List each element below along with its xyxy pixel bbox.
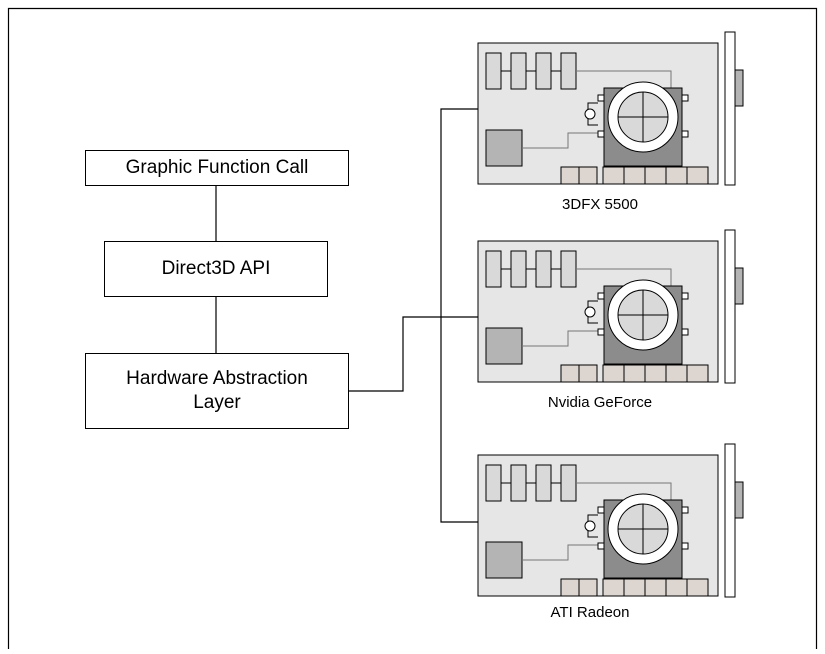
bios-chip <box>485 129 523 167</box>
circuit-trace <box>576 482 672 500</box>
graphic-function-call-label: Graphic Function Call <box>125 156 309 178</box>
hardware-abstraction-layer-box: Hardware Abstraction Layer <box>85 353 349 429</box>
memory-chip <box>485 464 502 502</box>
gpu-pin <box>681 130 689 138</box>
card-bracket <box>724 31 736 186</box>
circuit-trace <box>522 544 598 561</box>
gpu-connector-node <box>584 108 596 120</box>
circuit-trace <box>576 70 672 88</box>
memory-chip <box>485 52 502 90</box>
memory-chip <box>510 464 527 502</box>
gpu-pin <box>681 328 689 336</box>
graphics-card-nvidia <box>477 229 744 384</box>
gpu-pin <box>681 292 689 300</box>
card-label-ati: ATI Radeon <box>550 604 630 621</box>
gpu-pin <box>597 130 605 138</box>
gpu-connector-node <box>584 520 596 532</box>
hal-label-line2: Layer <box>193 392 241 413</box>
direct3d-api-box: Direct3D API <box>104 241 328 297</box>
connector-hal-to-bus <box>349 316 478 392</box>
gpu-connector-node <box>584 306 596 318</box>
circuit-trace <box>522 330 598 347</box>
memory-chip <box>560 464 577 502</box>
gpu-pin <box>597 328 605 336</box>
frame-border <box>7 7 818 649</box>
memory-chip <box>560 52 577 90</box>
direct3d-api-label: Direct3D API <box>161 257 271 279</box>
gpu-pin <box>681 94 689 102</box>
memory-chip <box>535 250 552 288</box>
card-bracket <box>724 443 736 598</box>
gpu-pin <box>597 94 605 102</box>
circuit-trace <box>522 132 598 149</box>
memory-chip <box>510 52 527 90</box>
card-bracket-port <box>734 481 744 519</box>
edge-connector-large <box>602 364 709 383</box>
gpu-pin <box>597 506 605 514</box>
memory-chip <box>485 250 502 288</box>
circuit-trace <box>576 268 672 286</box>
card-bracket <box>724 229 736 384</box>
bios-chip <box>485 541 523 579</box>
card-label-nvidia: Nvidia GeForce <box>547 394 653 411</box>
memory-chip <box>535 52 552 90</box>
edge-connector-large <box>602 166 709 185</box>
card-label-3dfx: 3DFX 5500 <box>562 196 638 213</box>
graphics-card-3dfx <box>477 31 744 186</box>
gpu-pin <box>681 506 689 514</box>
hal-label-line1: Hardware Abstraction <box>126 367 308 389</box>
card-bracket-port <box>734 69 744 107</box>
card-bracket-port <box>734 267 744 305</box>
gpu-pin <box>597 542 605 550</box>
graphics-cards <box>477 31 744 598</box>
gpu-pin <box>681 542 689 550</box>
bus-line <box>440 108 478 523</box>
memory-chip <box>560 250 577 288</box>
edge-connector-large <box>602 578 709 597</box>
memory-chip <box>510 250 527 288</box>
memory-chip <box>535 464 552 502</box>
gpu-pin <box>597 292 605 300</box>
bios-chip <box>485 327 523 365</box>
graphic-function-call-box: Graphic Function Call <box>85 150 349 186</box>
graphics-card-ati <box>477 443 744 598</box>
